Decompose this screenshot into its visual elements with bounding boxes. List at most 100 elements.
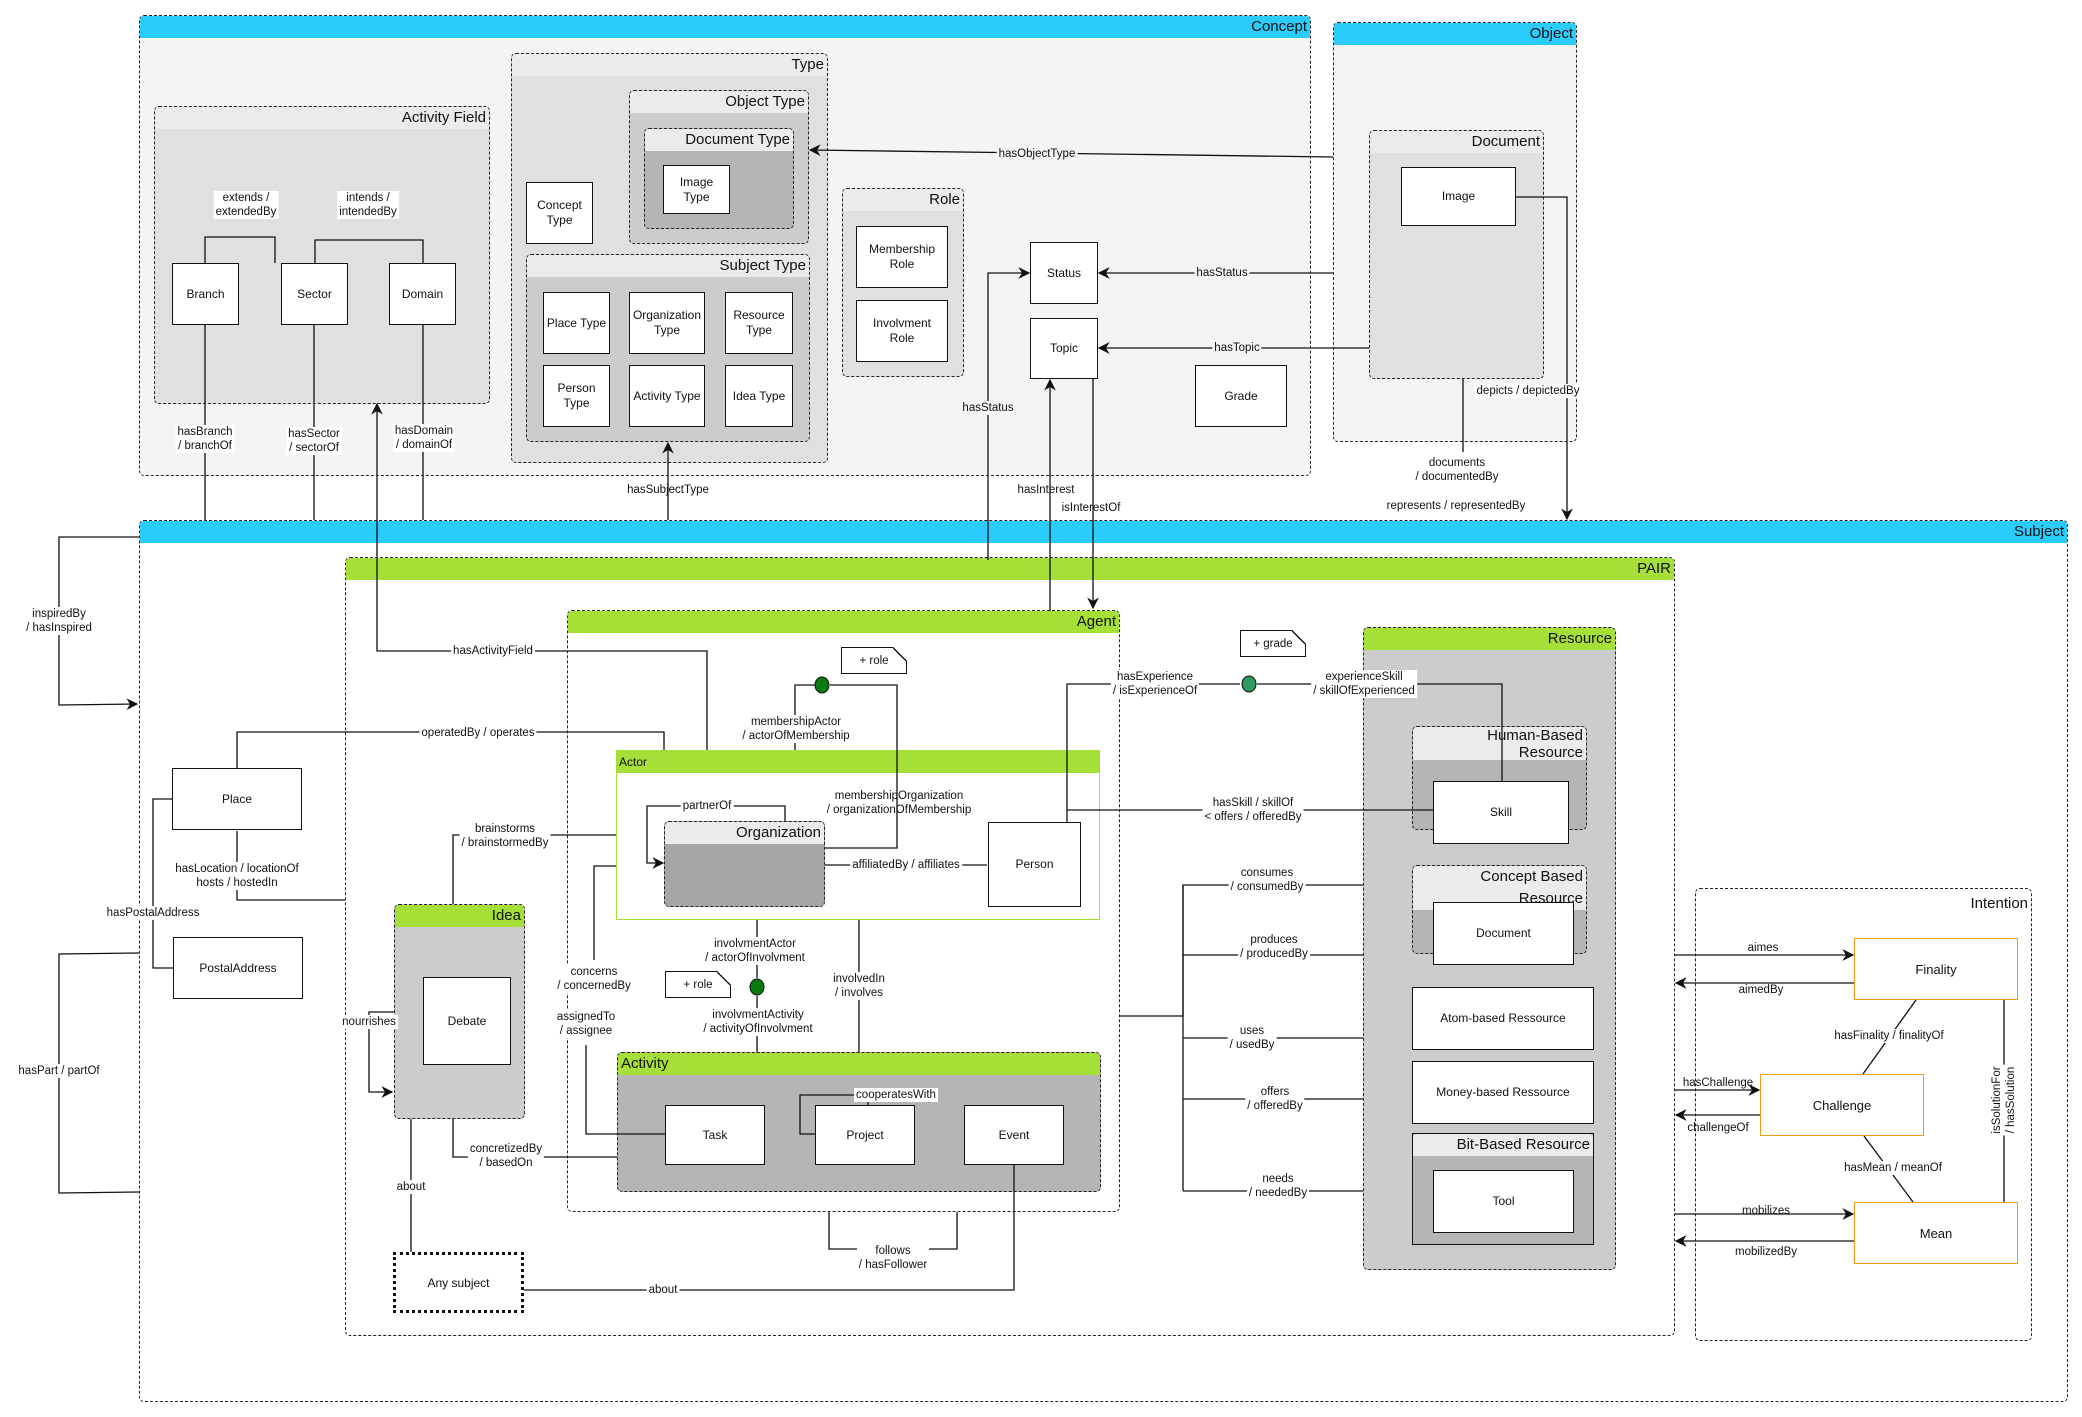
tool-node[interactable]: Tool — [1433, 1170, 1574, 1233]
depicts-wire — [1516, 196, 1573, 521]
resource-header: Resource — [1364, 628, 1615, 650]
role-header: Role — [843, 189, 963, 211]
involved-in-label: involvedIn / involves — [831, 972, 887, 1000]
partner-of-label: partnerOf — [680, 799, 734, 813]
experience-skill-wire — [1257, 683, 1503, 781]
project-node[interactable]: Project — [815, 1105, 915, 1165]
object-type-header: Object Type — [630, 91, 808, 113]
produces-label: produces / producedBy — [1238, 933, 1310, 961]
experience-skill-label: experienceSkill / skillOfExperienced — [1311, 670, 1417, 698]
branch-node[interactable]: Branch — [172, 263, 239, 325]
involvment-role-node[interactable]: Involvment Role — [856, 300, 948, 362]
money-based-resource-node[interactable]: Money-based Ressource — [1412, 1061, 1594, 1124]
involvment-activity-label: involvmentActivity / activityOfInvolvmen… — [701, 1008, 815, 1036]
status-node[interactable]: Status — [1030, 242, 1098, 304]
assigned-to-label: assignedTo / assignee — [554, 1010, 618, 1038]
image-node[interactable]: Image — [1401, 167, 1516, 226]
activity-field-extends — [204, 236, 276, 263]
membership-actor-label: membershipActor / actorOfMembership — [740, 715, 852, 743]
nourrishes-label: nourrishes — [340, 1015, 398, 1029]
challenge-of-label: challengeOf — [1687, 1122, 1749, 1134]
cooperates-with-label: cooperatesWith — [854, 1088, 938, 1102]
has-sector-label: hasSector / sectorOf — [286, 427, 342, 455]
needs-label: needs / neededBy — [1246, 1172, 1310, 1200]
event-node[interactable]: Event — [964, 1105, 1064, 1165]
resource-type-node[interactable]: Resource Type — [725, 292, 793, 354]
domain-node[interactable]: Domain — [389, 263, 456, 325]
has-status-subject-wire — [987, 267, 1031, 560]
debate-node[interactable]: Debate — [423, 977, 511, 1065]
membership-association-dot — [814, 676, 830, 694]
operated-by-label: operatedBy / operates — [419, 726, 537, 740]
aimed-by-label: aimedBy — [1738, 984, 1784, 996]
concerns-wire — [593, 865, 616, 960]
skill-node[interactable]: Skill — [1433, 781, 1569, 844]
has-object-type-label: hasObjectType — [996, 147, 1078, 161]
atom-based-resource-node[interactable]: Atom-based Ressource — [1412, 987, 1594, 1050]
intention-header: Intention — [1970, 895, 2028, 912]
organization-header: Organization — [665, 822, 824, 844]
place-node[interactable]: Place — [172, 768, 302, 830]
task-node[interactable]: Task — [665, 1105, 765, 1165]
intends-label: intends / intendedBy — [337, 191, 399, 219]
brainstorms-label: brainstorms / brainstormedBy — [459, 822, 551, 850]
challenge-node[interactable]: Challenge — [1760, 1074, 1924, 1136]
finality-node[interactable]: Finality — [1854, 938, 2018, 1000]
inspired-by-label: inspiredBy / hasInspired — [24, 607, 94, 635]
uses-label: uses / usedBy — [1227, 1024, 1277, 1052]
follows-label: follows / hasFollower — [858, 1245, 928, 1271]
membership-role-node[interactable]: Membership Role — [856, 226, 948, 288]
follows-wire — [828, 1212, 857, 1250]
has-postal-address-wire — [152, 798, 173, 969]
organization-package[interactable]: Organization — [664, 821, 825, 907]
about-event-wire — [524, 1165, 1015, 1291]
topic-node[interactable]: Topic — [1030, 318, 1098, 379]
has-location-label: hasLocation / locationOf hosts / hostedI… — [173, 862, 301, 890]
mean-node[interactable]: Mean — [1854, 1202, 2018, 1264]
activity-type-node[interactable]: Activity Type — [629, 365, 705, 427]
sector-node[interactable]: Sector — [281, 263, 348, 325]
follows-wire — [929, 1212, 958, 1250]
membership-organization-label: membershipOrganization / organizationOfM… — [826, 790, 972, 816]
any-subject-node[interactable]: Any subject — [393, 1252, 524, 1313]
postal-address-node[interactable]: PostalAddress — [173, 937, 303, 999]
activity-header: Activity — [618, 1053, 1100, 1075]
has-branch-label: hasBranch / branchOf — [175, 425, 235, 453]
agent-header: Agent — [568, 611, 1119, 633]
experience-association-dot — [1241, 675, 1257, 693]
depicts-label: depicts / depictedBy — [1474, 384, 1582, 398]
document-resource-node[interactable]: Document — [1433, 902, 1574, 965]
consumes-label: consumes / consumedBy — [1228, 866, 1306, 894]
role-note-membership: + role — [841, 647, 907, 674]
place-type-node[interactable]: Place Type — [543, 292, 610, 354]
image-type-node[interactable]: Image Type — [663, 165, 730, 214]
idea-type-node[interactable]: Idea Type — [725, 365, 793, 427]
has-activity-field-label: hasActivityField — [451, 644, 535, 658]
actor-header: Actor — [617, 751, 1099, 773]
partner-of-wire — [646, 805, 786, 869]
person-type-node[interactable]: Person Type — [543, 365, 610, 427]
extends-label: extends / extendedBy — [213, 191, 279, 219]
person-node[interactable]: Person — [988, 822, 1081, 907]
idea-header: Idea — [395, 905, 524, 927]
has-topic-label: hasTopic — [1212, 341, 1262, 355]
has-skill-label: hasSkill / skillOf < offers / offeredBy — [1202, 796, 1304, 824]
about-idea-label: about — [394, 1180, 428, 1194]
role-note-involvment: + role — [665, 971, 731, 998]
brainstorms-wire — [452, 834, 616, 904]
document-type-header: Document Type — [645, 129, 793, 151]
grade-node[interactable]: Grade — [1195, 365, 1287, 427]
concept-type-node[interactable]: Concept Type — [526, 182, 593, 244]
has-status-object-label: hasStatus — [1194, 266, 1250, 280]
has-subject-type-label: hasSubjectType — [627, 484, 709, 496]
involvment-association-dot — [749, 978, 765, 996]
human-based-resource-header: Human-Based Resource — [1413, 727, 1586, 761]
has-postal-address-label: hasPostalAddress — [104, 906, 202, 920]
activity-field-package[interactable]: Activity Field — [154, 106, 490, 404]
assigned-to-wire — [585, 1045, 665, 1135]
organization-type-node[interactable]: Organization Type — [629, 292, 705, 354]
involvment-actor-label: involvmentActor / actorOfInvolvment — [703, 937, 807, 965]
pair-header: PAIR — [346, 558, 1674, 580]
has-challenge-label: hasChallenge — [1682, 1077, 1754, 1089]
has-finality-label: hasFinality / finalityOf — [1832, 1029, 1946, 1043]
